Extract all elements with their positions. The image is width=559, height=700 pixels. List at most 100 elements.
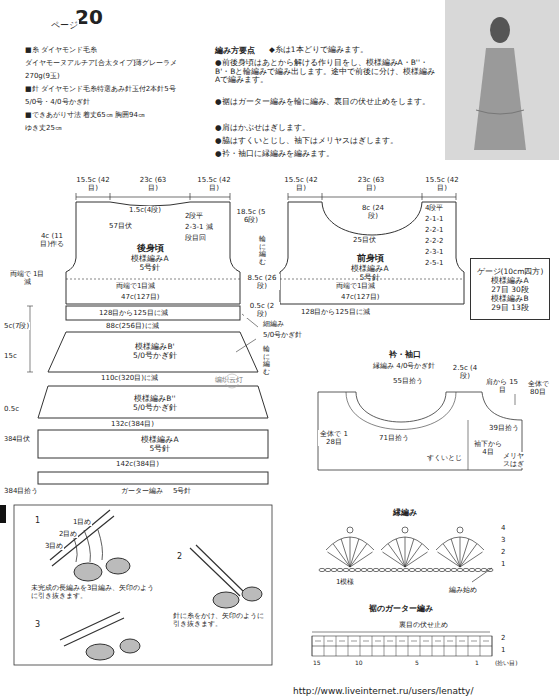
piece-note: 模様編みA: [131, 254, 168, 263]
dimension-label: 輪に編む: [262, 346, 271, 377]
picot-arc: [436, 537, 484, 550]
picot: [457, 527, 463, 533]
skirt-tier: 模様編みB''5/0号かぎ針: [100, 390, 210, 416]
chain-stitch: [319, 568, 325, 571]
chain-stitch: [451, 568, 457, 571]
chain-stitch: [415, 568, 421, 571]
dimension-label: 5/0号・4/0号かぎ針: [24, 98, 91, 106]
stitch-line: [350, 544, 367, 567]
grid-line: [336, 636, 337, 656]
chain-stitch: [445, 568, 451, 571]
purl-mark: [423, 641, 429, 642]
dimension-label: メリヤスはぎ: [500, 452, 526, 468]
picot: [402, 527, 408, 533]
piece-note: 5号針: [360, 273, 381, 282]
purl-mark: [459, 641, 465, 642]
piece-note: 5/0号かぎ針: [133, 403, 177, 412]
purl-mark: [483, 641, 489, 642]
dimension-label: 2-1-1: [424, 215, 444, 223]
purl-mark: [435, 641, 441, 642]
stitch-line: [333, 544, 350, 567]
dimension-label: 縁編み 4/0号かぎ針: [372, 362, 437, 370]
grid-line: [408, 636, 409, 656]
gauge-box: ゲージ(10cm四方)模様編みA27目 30段模様編みB29目 13段: [470, 258, 550, 320]
dimension-label: 270g(9玉): [24, 72, 61, 80]
chain-stitch: [457, 568, 463, 571]
picot: [347, 527, 353, 533]
dimension-label: 輪に編む: [258, 236, 267, 267]
grid-line: [420, 636, 421, 656]
dimension-label: ■糸 ダイヤモンド毛糸: [24, 46, 98, 54]
stitch-line: [388, 544, 405, 567]
dimension-label: ■針 ダイヤモンド毛糸特選あみ針玉付2本針5号: [24, 85, 177, 93]
picot-arc: [381, 537, 429, 550]
grid-line: [324, 636, 325, 656]
dimension-label: 1.5c(4段): [128, 206, 162, 214]
stitch-line: [437, 552, 460, 567]
dimension-label: ●衿・袖口に縁編みを編みます。: [214, 150, 335, 159]
purl-mark: [447, 641, 453, 642]
section-heading: 裾のガーター編み: [368, 604, 434, 613]
stitch-line: [405, 537, 406, 567]
edging-chart: [319, 527, 493, 582]
dimension-label: 15.5c (42目): [75, 176, 111, 192]
dimension-label: 10: [354, 660, 364, 667]
chain-stitch: [373, 568, 379, 571]
dimension-label: ダイヤモーヌアルチア[合太タイプ]薄グレーラメ: [24, 59, 178, 67]
dimension-label: 18.5c (56段): [234, 208, 268, 224]
start-arrow: [472, 568, 492, 582]
pattern-piece: 後身頃模様編みA5号針: [110, 240, 190, 275]
piece-name: 前身頃: [357, 253, 384, 264]
dimension-label: 1: [474, 660, 480, 667]
skirt-tier: 模様編みA5号針: [110, 431, 210, 456]
dimension-label: ●肩はかぶせはぎします。: [214, 124, 311, 133]
grid-line: [396, 636, 397, 656]
section-heading: 編み方要点: [214, 46, 256, 55]
dimension-label: 両端で1目減: [335, 282, 376, 290]
purl-mark: [315, 641, 321, 642]
chain-stitch: [349, 568, 355, 571]
dimension-label: 25目伏: [352, 236, 377, 244]
purl-mark: [351, 641, 357, 642]
section-heading: 縁編み: [392, 508, 418, 517]
chain-stitch: [391, 568, 397, 571]
picot-arc: [326, 537, 374, 550]
chain-stitch: [361, 568, 367, 571]
grid-line: [384, 636, 385, 656]
dimension-label: 1模様: [335, 578, 355, 586]
pattern-piece: 前身頃模様編みA5号針: [330, 250, 410, 285]
dimension-label: 4段平: [424, 204, 444, 212]
dimension-label: ゆき丈25㎝: [24, 124, 63, 132]
chain-stitch: [337, 568, 343, 571]
stitch-line: [350, 539, 359, 567]
chain-stitch: [475, 568, 481, 571]
chain-stitch: [469, 568, 475, 571]
piece-note: 5号針: [140, 263, 161, 272]
dimension-label: ガーター編み: [120, 487, 164, 495]
dimension-label: 55目拾う: [392, 377, 424, 385]
chain-stitch: [343, 568, 349, 571]
dimension-label: 全体で 80目: [524, 380, 552, 396]
dimension-label: 132c(384目): [110, 420, 155, 428]
dimension-label: 15.5c (42目): [196, 176, 232, 192]
dimension-label: 2-2-1: [424, 226, 444, 234]
purl-mark: [387, 641, 393, 642]
piece-note: 27目 30段: [491, 285, 528, 294]
grid-line: [480, 636, 481, 656]
dimension-label: 両端で 1目減: [8, 270, 46, 286]
chain-stitch: [433, 568, 439, 571]
chain-stitch: [355, 568, 361, 571]
dimension-label: 針に糸をかけ、矢印のように引き抜きます。: [172, 612, 270, 628]
stitch-line: [460, 552, 483, 567]
grid-line: [348, 636, 349, 656]
dimension-label: 5c(7段): [3, 322, 30, 330]
dimension-label: 1: [34, 516, 41, 525]
dimension-label: 15.5c (42目): [283, 176, 319, 192]
dimension-label: 128目から125目に減: [300, 308, 371, 316]
chain-stitch: [427, 568, 433, 571]
dimension-label: (拾い目): [494, 660, 519, 667]
dimension-label: すくいとじ: [426, 454, 463, 462]
chain-stitch: [409, 568, 415, 571]
purl-mark: [471, 641, 477, 642]
